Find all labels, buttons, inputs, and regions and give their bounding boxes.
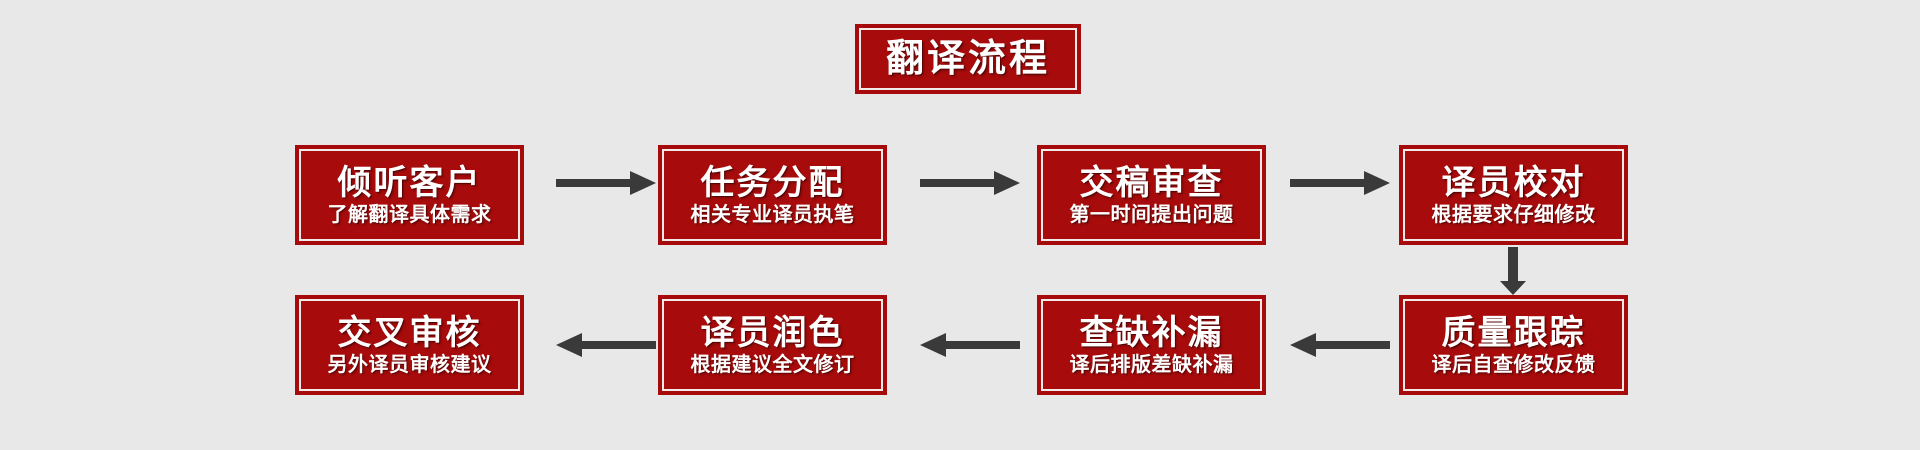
step-3-subtitle: 第一时间提出问题 (1069, 202, 1234, 227)
step-box-6[interactable]: 查缺补漏 译后排版差缺补漏 (1037, 295, 1266, 395)
step-box-4[interactable]: 译员校对 根据要求仔细修改 (1399, 145, 1628, 245)
step-8-subtitle: 另外译员审核建议 (327, 352, 492, 377)
step-7-title: 译员润色 (700, 312, 845, 353)
step-box-2-inner: 任务分配 相关专业译员执笔 (662, 149, 883, 241)
step-2-title: 任务分配 (700, 162, 845, 203)
step-box-7-inner: 译员润色 根据建议全文修订 (662, 299, 883, 391)
step-2-subtitle: 相关专业译员执笔 (690, 202, 855, 227)
step-6-subtitle: 译后排版差缺补漏 (1069, 352, 1234, 377)
step-box-2[interactable]: 任务分配 相关专业译员执笔 (658, 145, 887, 245)
step-box-1[interactable]: 倾听客户 了解翻译具体需求 (295, 145, 524, 245)
step-box-8-inner: 交叉审核 另外译员审核建议 (299, 299, 520, 391)
arrow-right-3 (1290, 168, 1390, 198)
arrow-right-1 (556, 168, 656, 198)
step-box-5[interactable]: 质量跟踪 译后自查修改反馈 (1399, 295, 1628, 395)
arrow-left-1 (1290, 330, 1390, 360)
step-box-4-inner: 译员校对 根据要求仔细修改 (1403, 149, 1624, 241)
step-7-subtitle: 根据建议全文修订 (690, 352, 855, 377)
step-box-7[interactable]: 译员润色 根据建议全文修订 (658, 295, 887, 395)
step-3-title: 交稿审查 (1079, 162, 1224, 203)
step-5-subtitle: 译后自查修改反馈 (1431, 352, 1596, 377)
step-4-subtitle: 根据要求仔细修改 (1431, 202, 1596, 227)
arrow-left-2 (920, 330, 1020, 360)
heading-title: 翻译流程 (885, 36, 1050, 81)
step-8-title: 交叉审核 (337, 312, 482, 353)
heading-inner: 翻译流程 (859, 28, 1077, 90)
arrow-down-connector (1498, 247, 1528, 295)
arrow-right-2 (920, 168, 1020, 198)
step-box-5-inner: 质量跟踪 译后自查修改反馈 (1403, 299, 1624, 391)
step-box-1-inner: 倾听客户 了解翻译具体需求 (299, 149, 520, 241)
step-box-6-inner: 查缺补漏 译后排版差缺补漏 (1041, 299, 1262, 391)
step-1-title: 倾听客户 (337, 162, 482, 203)
step-box-8[interactable]: 交叉审核 另外译员审核建议 (295, 295, 524, 395)
flowchart-heading: 翻译流程 (855, 24, 1081, 94)
step-box-3[interactable]: 交稿审查 第一时间提出问题 (1037, 145, 1266, 245)
arrow-left-3 (556, 330, 656, 360)
step-5-title: 质量跟踪 (1441, 312, 1586, 353)
step-1-subtitle: 了解翻译具体需求 (327, 202, 492, 227)
step-4-title: 译员校对 (1441, 162, 1586, 203)
step-6-title: 查缺补漏 (1079, 312, 1224, 353)
step-box-3-inner: 交稿审查 第一时间提出问题 (1041, 149, 1262, 241)
